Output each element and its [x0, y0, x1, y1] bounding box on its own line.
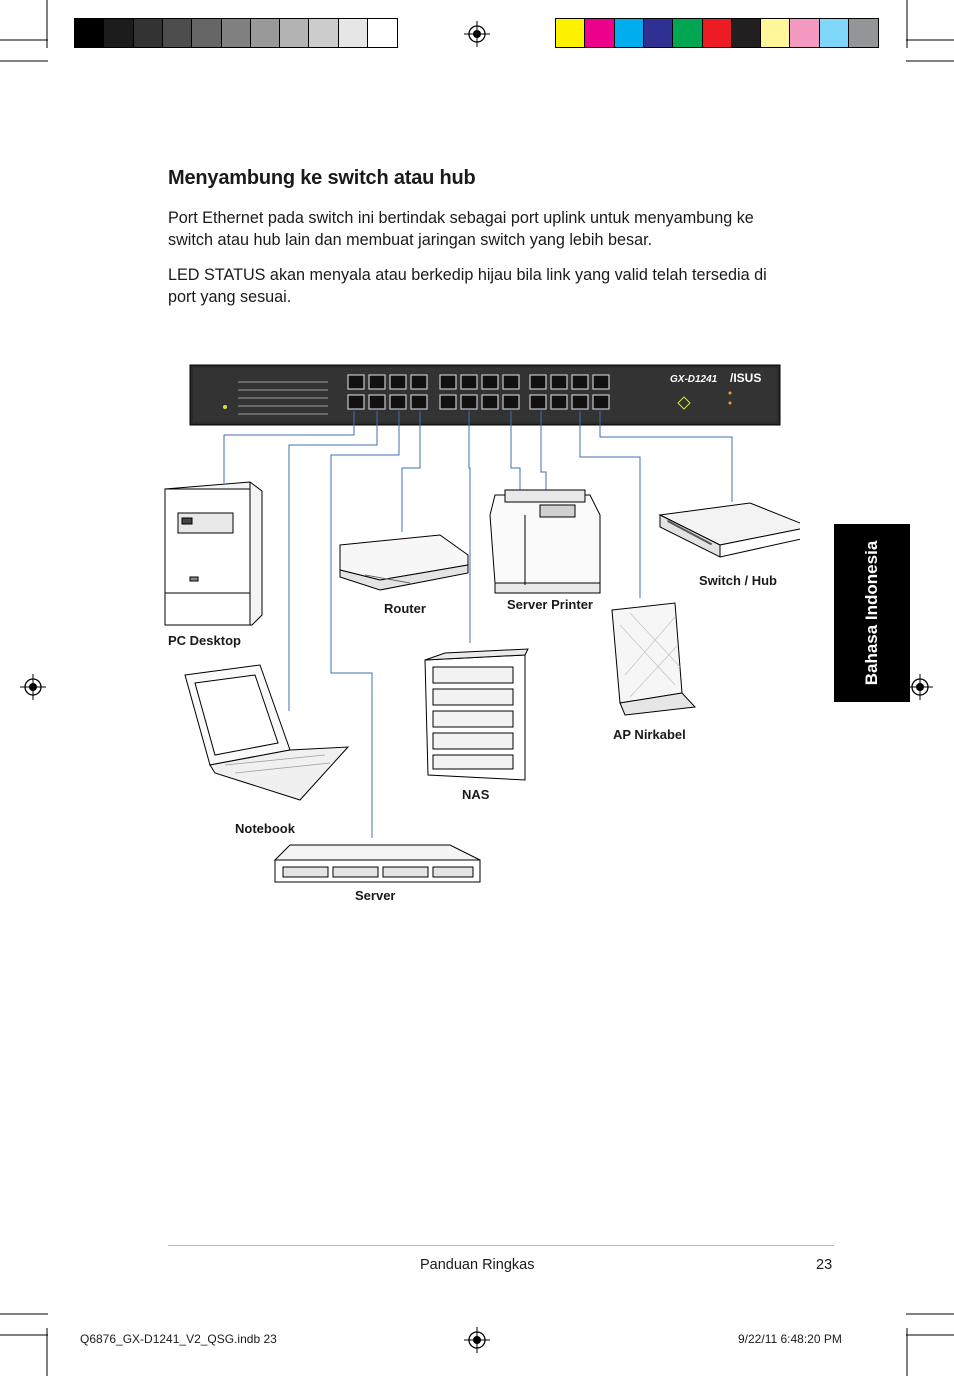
switch-hub-icon: [658, 502, 800, 558]
cable-notebook: [288, 411, 378, 711]
footer-divider: [168, 1245, 834, 1246]
label-ap-nirkabel: AP Nirkabel: [613, 727, 686, 742]
registration-mark-right-icon: [907, 674, 933, 700]
print-timestamp: 9/22/11 6:48:20 PM: [738, 1332, 842, 1346]
color-swatch: [337, 18, 369, 48]
registration-mark-left-icon: [20, 674, 46, 700]
asus-logo: /ISUS: [730, 371, 761, 385]
color-swatch: [103, 18, 135, 48]
ap-nirkabel-icon: [611, 602, 697, 716]
cable-nas: [468, 411, 471, 643]
color-swatch: [132, 18, 164, 48]
paragraph-uplink: Port Ethernet pada switch ini bertindak …: [168, 209, 754, 249]
language-side-tab: Bahasa Indonesia: [834, 524, 910, 702]
color-swatch: [554, 18, 587, 48]
color-swatch: [584, 18, 616, 48]
color-swatch: [279, 18, 311, 48]
color-swatch: [249, 18, 282, 48]
cable-switch-hub: [540, 411, 547, 490]
notebook-icon: [184, 664, 350, 801]
color-swatch: [818, 18, 850, 48]
router-icon: [339, 534, 469, 591]
cable-pc: [223, 411, 355, 483]
color-swatch: [760, 18, 792, 48]
cable-router: [401, 411, 421, 532]
color-swatch: [161, 18, 194, 48]
side-tab-label: Bahasa Indonesia: [862, 540, 881, 686]
label-server-printer: Server Printer: [507, 597, 593, 612]
cable-printer: [510, 411, 521, 493]
pc-desktop-icon: [164, 481, 263, 626]
color-swatch: [701, 18, 733, 48]
cable-server: [330, 411, 400, 838]
color-swatch: [366, 18, 399, 48]
print-file-name: Q6876_GX-D1241_V2_QSG.indb 23: [80, 1332, 277, 1346]
gx-d1241-switch: [189, 364, 781, 426]
cable-hub: [599, 411, 733, 502]
label-notebook: Notebook: [235, 821, 295, 836]
label-switch-hub: Switch / Hub: [699, 573, 777, 588]
registration-mark-top-icon: [464, 21, 490, 47]
color-swatch: [191, 18, 223, 48]
color-swatch: [613, 18, 645, 48]
label-pc-desktop: PC Desktop: [168, 633, 241, 648]
color-swatch: [642, 18, 675, 48]
color-swatch: [672, 18, 704, 48]
color-swatch: [220, 18, 252, 48]
network-diagram: GX-D1241 /ISUS: [164, 364, 800, 883]
label-server: Server: [355, 888, 396, 903]
label-nas: NAS: [462, 787, 490, 802]
page-number: 23: [816, 1257, 833, 1273]
color-swatch: [73, 18, 106, 48]
color-swatch: [308, 18, 340, 48]
color-swatch: [730, 18, 763, 48]
label-router: Router: [384, 601, 426, 616]
server-icon: [273, 844, 481, 883]
color-swatch: [789, 18, 821, 48]
footer-title: Panduan Ringkas: [420, 1257, 535, 1273]
color-swatch: [847, 18, 880, 48]
paragraph-led-status: LED STATUS akan menyala atau berkedip hi…: [168, 266, 767, 306]
server-printer-icon: [489, 489, 601, 594]
page-title: Menyambung ke switch atau hub: [168, 167, 476, 189]
nas-icon: [424, 648, 529, 781]
switch-model-label: GX-D1241: [670, 374, 718, 385]
cable-ap: [579, 411, 641, 598]
registration-mark-bottom-icon: [464, 1327, 490, 1353]
